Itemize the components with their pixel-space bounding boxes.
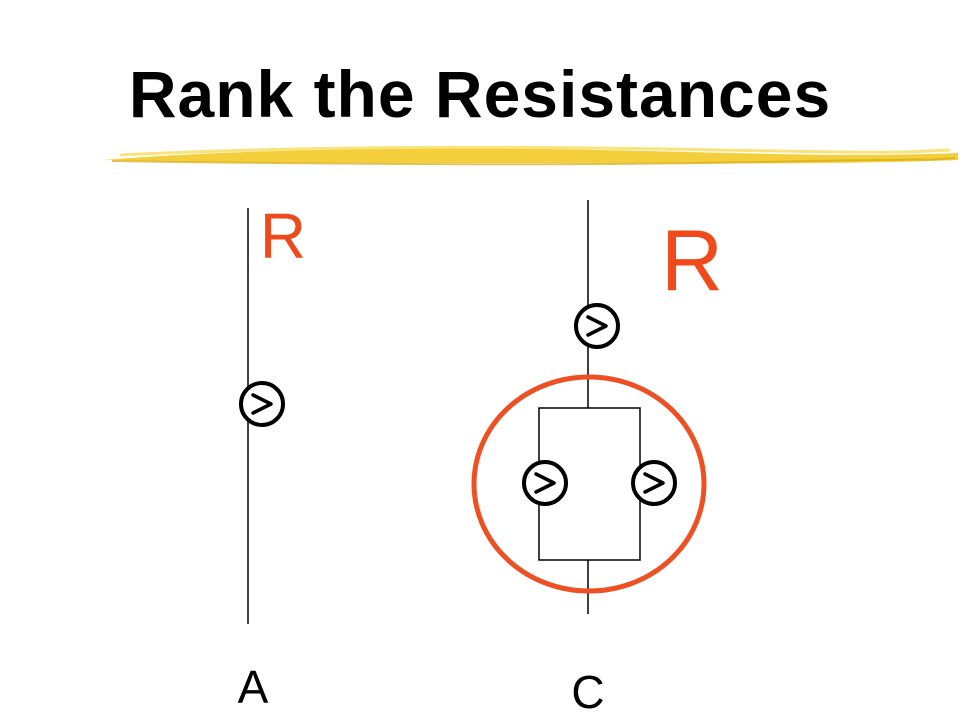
circuit-a: R A — [238, 200, 306, 713]
title-underline-shadow — [111, 157, 956, 166]
title-underline-highlight — [119, 145, 951, 157]
circuit-a-resistance-label: R — [260, 200, 306, 272]
circuit-a-label: A — [238, 661, 269, 713]
light-bulb-icon — [522, 460, 568, 506]
light-bulb-icon — [574, 303, 620, 349]
light-bulb-icon — [631, 460, 677, 506]
slide-title: Rank the Resistances — [128, 57, 832, 131]
title-underline-stroke — [104, 148, 958, 164]
title-underline — [104, 145, 958, 166]
circuit-c: R C — [471, 200, 723, 718]
highlight-circle — [471, 374, 707, 594]
circuit-c-resistance-label: R — [661, 213, 723, 309]
circuit-c-label: C — [571, 666, 604, 718]
light-bulb-icon — [239, 381, 285, 427]
